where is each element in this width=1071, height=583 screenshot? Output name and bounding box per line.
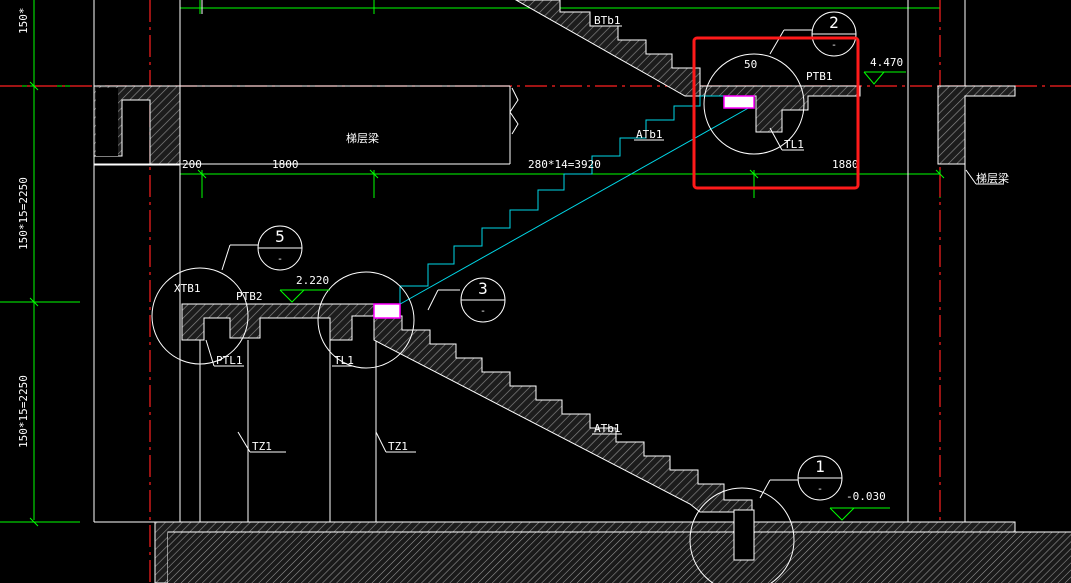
marker-2-number: 2 — [829, 13, 839, 32]
dimension-lines — [0, 0, 945, 527]
svg-text:4.470: 4.470 — [870, 56, 903, 69]
label-beam-right: 梯层梁 — [976, 171, 1009, 185]
dim-200: 200 — [182, 158, 202, 171]
middle-flight — [385, 95, 753, 313]
marker-3: 3 - — [460, 277, 506, 323]
dim-1880: 1880 — [832, 158, 859, 171]
dimension-labels: 200 1800 280*14=3920 1880 50 150*15=2250… — [17, 8, 859, 449]
label-atb1-upper: ATb1 — [636, 128, 663, 141]
marker-1-number: 1 — [815, 457, 825, 476]
label-beam-upper: 梯层梁 — [346, 131, 379, 145]
landing-gap-block-mid — [373, 303, 401, 319]
marker-5-number: 5 — [275, 227, 285, 246]
member-labels: BTb1 ATb1 ATb1 PTB1 PTB2 XTB1 TL1 TL1 PT… — [174, 14, 1009, 453]
marker-3-sub: - — [480, 306, 486, 317]
dim-vertical-top: 150*15=2250 — [17, 177, 30, 250]
marker-3-number: 3 — [478, 279, 488, 298]
elevation-mid: 2.220 — [279, 274, 330, 303]
label-ptb1: PTB1 — [806, 70, 833, 83]
dim-run: 280*14=3920 — [528, 158, 601, 171]
label-tz1-left: TZ1 — [252, 440, 272, 453]
marker-1-sub: - — [817, 484, 823, 495]
dim-vertical-cut: 150* — [17, 8, 30, 35]
label-atb1-lower: ATb1 — [594, 422, 621, 435]
elevation-top: 4.470 — [863, 56, 906, 85]
marker-2: 2 - — [811, 11, 857, 57]
dim-1800: 1800 — [272, 158, 299, 171]
marker-2-sub: - — [831, 40, 837, 51]
label-xtb1: XTB1 — [174, 282, 201, 295]
label-tl1-top: TL1 — [784, 138, 804, 151]
marker-1: 1 - — [797, 455, 843, 501]
landing-gap-block-top — [723, 95, 755, 109]
dim-vertical-bottom: 150*15=2250 — [17, 375, 30, 448]
label-tl1-mid: TL1 — [334, 354, 354, 367]
marker-5-sub: - — [277, 254, 283, 265]
elevation-bottom: -0.030 — [829, 490, 890, 521]
svg-text:-0.030: -0.030 — [846, 490, 886, 503]
structure-lines — [93, 0, 1015, 523]
highlight-box — [692, 36, 860, 190]
dim-50: 50 — [744, 58, 757, 71]
label-ptb2: PTB2 — [236, 290, 263, 303]
label-btb1: BTb1 — [594, 14, 621, 27]
concrete-hatch — [93, 0, 1071, 583]
label-ptl1: PTL1 — [216, 354, 243, 367]
detail-bubbles — [151, 29, 820, 583]
label-tz1-right: TZ1 — [388, 440, 408, 453]
svg-text:2.220: 2.220 — [296, 274, 329, 287]
marker-5: 5 - — [257, 225, 303, 271]
